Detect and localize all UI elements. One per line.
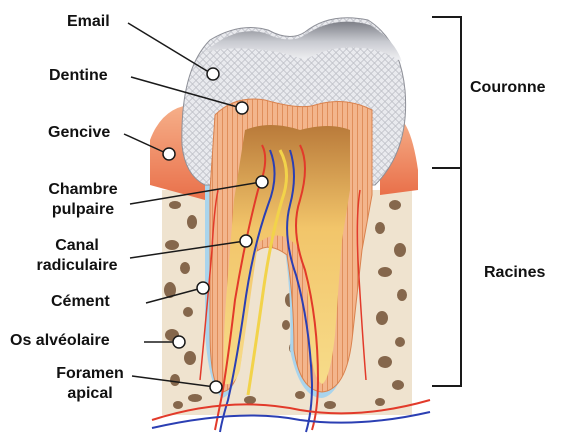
label-foramen-apical: Foramen apical	[45, 364, 135, 404]
marker-email	[207, 68, 219, 80]
label-racines: Racines	[484, 263, 545, 283]
marker-foramen	[210, 381, 222, 393]
label-chambre-line2: pulpaire	[33, 200, 133, 220]
label-canal-radiculaire: Canal radiculaire	[22, 236, 132, 276]
label-chambre-line1: Chambre	[33, 180, 133, 200]
label-os-alveolaire: Os alvéolaire	[10, 331, 110, 351]
marker-os	[173, 336, 185, 348]
label-canal-line2: radiculaire	[22, 256, 132, 276]
marker-chambre	[256, 176, 268, 188]
marker-canal	[240, 235, 252, 247]
marker-gencive	[163, 148, 175, 160]
label-canal-line1: Canal	[22, 236, 132, 256]
label-chambre-pulpaire: Chambre pulpaire	[33, 180, 133, 220]
label-cement: Cément	[51, 292, 110, 312]
label-foramen-line2: apical	[45, 384, 135, 404]
label-couronne: Couronne	[470, 78, 546, 98]
label-foramen-line1: Foramen	[45, 364, 135, 384]
marker-dentine	[236, 102, 248, 114]
marker-cement	[197, 282, 209, 294]
crown-bracket	[432, 17, 461, 168]
label-email: Email	[67, 12, 110, 32]
label-gencive: Gencive	[48, 123, 110, 143]
label-dentine: Dentine	[49, 66, 108, 86]
root-bracket	[432, 168, 461, 386]
